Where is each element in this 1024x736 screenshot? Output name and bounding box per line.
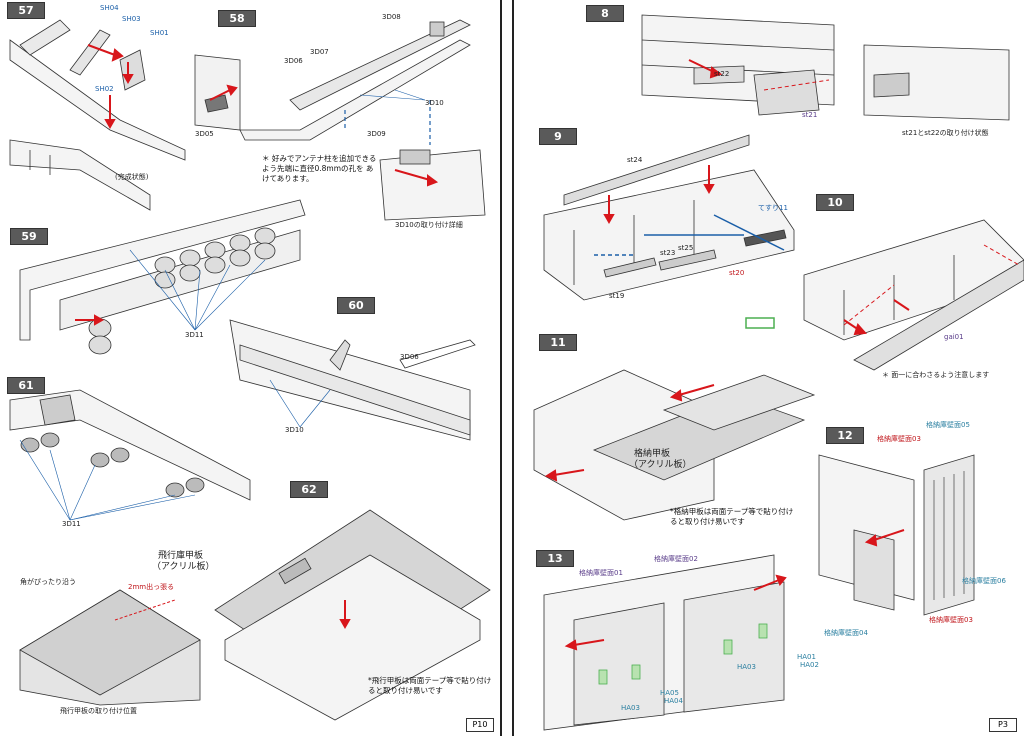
- step11-deck-label-line2: （アクリル板）: [629, 460, 692, 470]
- part-label-3d05: 3D05: [195, 130, 214, 138]
- part-label-3d08: 3D08: [382, 13, 401, 21]
- page-number-left: P10: [466, 718, 494, 732]
- step62-deck-label-line2: （アクリル板）: [152, 562, 215, 572]
- part-label-gai01: gai01: [944, 333, 964, 341]
- part-label-ha04: HA04: [664, 697, 683, 705]
- part-label-st24: st24: [627, 156, 643, 164]
- step-number-11: 11: [539, 334, 577, 351]
- part-label-ha01: HA01: [797, 653, 816, 661]
- part-label-3d10-step60: 3D10: [285, 426, 304, 434]
- step-number-58: 58: [218, 10, 256, 27]
- part-label-tesuri11: てすり11: [758, 204, 788, 212]
- part-label-st21: st21: [802, 111, 818, 119]
- part-label-st22: st22: [714, 70, 730, 78]
- part-label-sh04: SH04: [100, 4, 119, 12]
- part-label-st20: st20: [729, 269, 745, 277]
- step58-note: ＊ 好みでアンテナ柱を追加できるよう先端に直径0.8mmの孔を あけてあります。: [262, 154, 377, 184]
- step-number-8: 8: [586, 5, 624, 22]
- part-label-hangar-wall-04: 格納庫壁面04: [824, 629, 868, 637]
- right-page-drawings: [533, 14, 1024, 731]
- step12-drawing: [818, 454, 975, 616]
- part-label-3d07: 3D07: [310, 48, 329, 56]
- part-label-3d06-step60: 3D06: [400, 353, 419, 361]
- step9-drawing: [543, 134, 795, 301]
- part-label-3d11-step61: 3D11: [62, 520, 81, 528]
- step-number-10: 10: [816, 194, 854, 211]
- step-number-12: 12: [826, 427, 864, 444]
- step62-tape-note: *飛行甲板は両面テープ等で貼り付けると取り付け易いです: [368, 676, 492, 696]
- step62-overhang-note: 2mm出っ張る: [128, 583, 175, 591]
- step13-drawing: [543, 554, 785, 731]
- step11-tape-note: *格納甲板は両面テープ等で貼り付けると取り付け易いです: [670, 507, 794, 527]
- step57-caption: (完成状態): [115, 173, 149, 181]
- part-label-sh03: SH03: [122, 15, 141, 23]
- step59-drawing: [19, 199, 306, 355]
- part-label-ha02: HA02: [800, 661, 819, 669]
- part-label-st23: st23: [660, 249, 676, 257]
- step10-drawing: [745, 219, 1024, 371]
- part-label-hangar-wall-03-bottom: 格納庫壁面03: [929, 616, 973, 624]
- part-label-hangar-wall-05: 格納庫壁面05: [926, 421, 970, 429]
- step62-drawing: [19, 509, 491, 721]
- step8-caption: st21とst22の取り付け状態: [902, 129, 989, 137]
- part-label-3d06: 3D06: [284, 57, 303, 65]
- part-label-st25: st25: [678, 244, 694, 252]
- step62-deck-label-line1: 飛行庫甲板: [158, 551, 204, 561]
- part-label-hangar-wall-01: 格納庫壁面01: [579, 569, 623, 577]
- step11-drawing: [533, 369, 816, 521]
- part-label-3d10: 3D10: [425, 99, 444, 107]
- step60-drawing: [229, 319, 476, 441]
- step-number-59: 59: [10, 228, 48, 245]
- page-number-right: P3: [989, 718, 1017, 732]
- step62-corner-note: 角がぴったり沿う: [20, 578, 76, 586]
- part-label-hangar-wall-03-top: 格納庫壁面03: [877, 435, 921, 443]
- step-number-13: 13: [536, 550, 574, 567]
- step58-drawing: [194, 19, 486, 221]
- page-gutter: [502, 0, 510, 736]
- step10-note: ＊ 面一に合わさるよう注意します: [882, 371, 990, 379]
- step-number-62: 62: [290, 481, 328, 498]
- step-number-57: 57: [7, 2, 45, 19]
- part-label-sh01: SH01: [150, 29, 169, 37]
- part-label-3d09: 3D09: [367, 130, 386, 138]
- step58-detail-caption: 3D10の取り付け詳細: [395, 221, 463, 229]
- part-label-3d11-step59: 3D11: [185, 331, 204, 339]
- manual-page-right: 8 9 10 11 12 13 st22 st21 st21とst22の取り付け…: [512, 0, 1024, 736]
- part-label-hangar-wall-02: 格納庫壁面02: [654, 555, 698, 563]
- step61-drawing: [9, 389, 251, 501]
- part-label-st19: st19: [609, 292, 625, 300]
- left-page-drawings: [9, 19, 491, 721]
- part-label-sh02: SH02: [95, 85, 114, 93]
- step62-detail-caption: 飛行甲板の取り付け位置: [60, 707, 137, 715]
- part-label-ha03-left: HA03: [621, 704, 640, 712]
- manual-page-left: 57 58 59 60 61 62 SH04 SH03 SH01 SH02 (完…: [0, 0, 502, 736]
- step-number-60: 60: [337, 297, 375, 314]
- step8-drawing: [641, 14, 1010, 121]
- part-label-ha03-right: HA03: [737, 663, 756, 671]
- step-number-9: 9: [539, 128, 577, 145]
- part-label-hangar-wall-06: 格納庫壁面06: [962, 577, 1006, 585]
- step57-drawing: [9, 19, 186, 211]
- part-label-ha05: HA05: [660, 689, 679, 697]
- step11-deck-label-line1: 格納甲板: [634, 449, 671, 459]
- step-number-61: 61: [7, 377, 45, 394]
